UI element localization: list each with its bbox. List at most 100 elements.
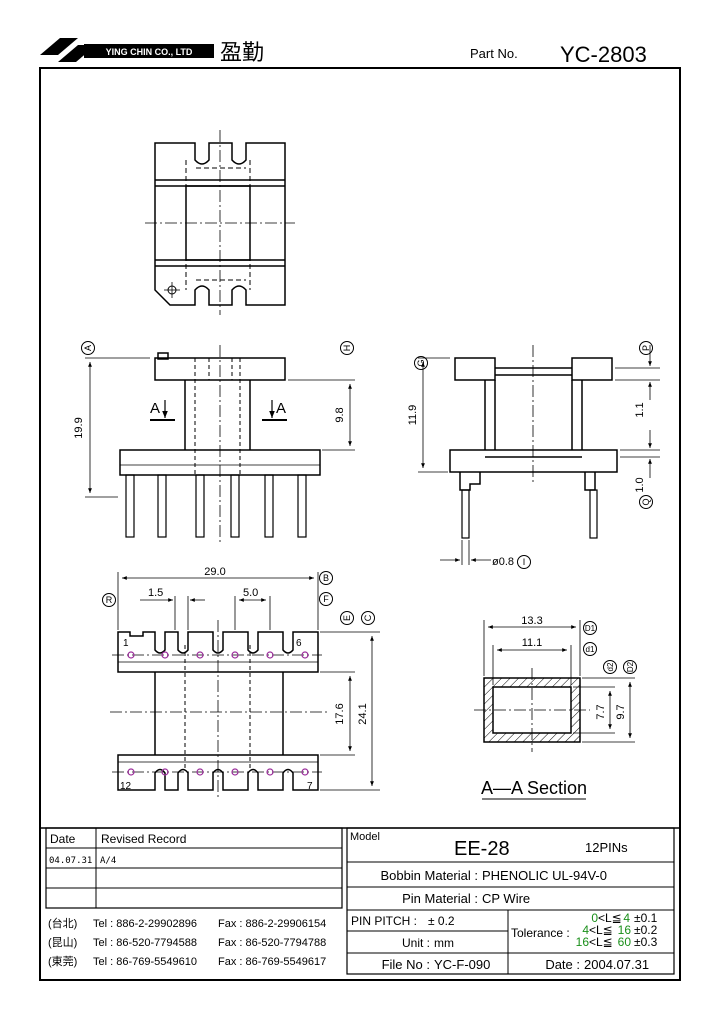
dim-11-9: 11.9 bbox=[407, 405, 419, 426]
side-dimensions bbox=[418, 345, 660, 565]
dim-7-7: 7.7 bbox=[595, 704, 607, 719]
date-label: Date : bbox=[545, 957, 580, 972]
pin-label-7: 7 bbox=[307, 781, 313, 792]
pin-material-label: Pin Material : bbox=[402, 891, 478, 906]
contact-fax: Fax : 886-2-29906154 bbox=[218, 918, 326, 930]
svg-text:D1: D1 bbox=[585, 624, 596, 633]
unit-label: Unit : bbox=[402, 936, 430, 950]
callout-f: F bbox=[319, 592, 333, 606]
dim-1-1: 1.1 bbox=[634, 402, 646, 417]
pin-label-6: 6 bbox=[296, 638, 302, 649]
callout-b: B bbox=[319, 571, 333, 585]
dim-1-5: 1.5 bbox=[148, 587, 163, 599]
svg-text:A: A bbox=[83, 345, 93, 351]
svg-text:16: 16 bbox=[618, 923, 632, 937]
unit-value: mm bbox=[434, 936, 454, 950]
pin-label-12: 12 bbox=[120, 781, 132, 792]
svg-text:<L≦: <L≦ bbox=[589, 935, 613, 949]
callout-D2: D2 bbox=[623, 660, 637, 674]
svg-text:16: 16 bbox=[576, 935, 590, 949]
svg-text:I: I bbox=[523, 557, 526, 567]
section-marker-right: A bbox=[276, 400, 286, 417]
contact-fax: Fax : 86-769-5549617 bbox=[218, 956, 326, 968]
callout-e: E bbox=[340, 611, 354, 625]
rev-col-date: Date bbox=[50, 832, 76, 846]
callout-q: Q bbox=[639, 495, 653, 509]
contact-city: (台北) bbox=[48, 916, 77, 930]
front-dimensions bbox=[85, 357, 355, 498]
pin-count: 12PINs bbox=[585, 840, 628, 855]
part-no-label: Part No. bbox=[470, 46, 518, 61]
callout-r: R bbox=[102, 593, 116, 607]
pin-label-1: 1 bbox=[123, 638, 129, 649]
date-value: 2004.07.31 bbox=[584, 957, 649, 972]
callout-a: A bbox=[81, 341, 95, 355]
dim-29-0: 29.0 bbox=[204, 566, 225, 578]
svg-text:4: 4 bbox=[582, 923, 589, 937]
contacts: (台北) Tel : 886-2-29902896 Fax : 886-2-29… bbox=[48, 916, 326, 968]
svg-text:60: 60 bbox=[618, 935, 632, 949]
dim-24-1: 24.1 bbox=[357, 703, 369, 724]
svg-text:4: 4 bbox=[623, 911, 630, 925]
front-view bbox=[119, 345, 321, 545]
bottom-dimensions bbox=[117, 572, 380, 791]
callout-h: H bbox=[340, 341, 354, 355]
tolerance-table: 0 <L≦ 4 ±0.1 4 <L≦ 16 ±0.2 16 <L≦ 60 ±0.… bbox=[576, 911, 658, 949]
title-block bbox=[40, 827, 680, 975]
bobbin-material-label: Bobbin Material : bbox=[380, 868, 478, 883]
svg-text:±0.2: ±0.2 bbox=[634, 923, 658, 937]
svg-text:±0.3: ±0.3 bbox=[634, 935, 658, 949]
bottom-view bbox=[110, 620, 330, 800]
top-view bbox=[145, 130, 295, 315]
drawing-border bbox=[39, 67, 681, 981]
model-value: EE-28 bbox=[454, 838, 510, 860]
svg-text:D2: D2 bbox=[626, 661, 635, 672]
rev-row-date: 04.07.31 bbox=[49, 856, 92, 866]
pin-markers bbox=[127, 651, 309, 776]
section-view bbox=[474, 620, 635, 752]
svg-text:F: F bbox=[323, 594, 329, 604]
pin-material: CP Wire bbox=[482, 891, 530, 906]
dim-9-7: 9.7 bbox=[615, 704, 627, 719]
svg-text:G: G bbox=[416, 359, 426, 366]
model-label: Model bbox=[350, 831, 380, 843]
svg-text:B: B bbox=[323, 573, 329, 583]
rev-row-record: A/4 bbox=[100, 856, 116, 866]
svg-text:<L≦: <L≦ bbox=[598, 911, 622, 925]
pin-pitch: ± 0.2 bbox=[428, 914, 455, 928]
callout-i: I bbox=[517, 555, 531, 569]
contact-city: (東莞) bbox=[48, 955, 77, 968]
callout-D1: D1 bbox=[583, 621, 597, 635]
company-name-cn: 盈勤 bbox=[220, 41, 264, 66]
svg-text:H: H bbox=[342, 345, 352, 352]
dim-1-0: 1.0 bbox=[634, 477, 646, 492]
pin-pitch-label: PIN PITCH : bbox=[351, 914, 417, 928]
svg-text:d1: d1 bbox=[586, 645, 595, 654]
bobbin-material: PHENOLIC UL-94V-0 bbox=[482, 868, 607, 883]
callouts: A H G P Q I B R F E C D1 d1 d2 D2 bbox=[81, 341, 653, 674]
dim-19-9: 19.9 bbox=[73, 417, 85, 438]
svg-text:R: R bbox=[106, 595, 113, 605]
svg-text:0: 0 bbox=[591, 911, 598, 925]
contact-fax: Fax : 86-520-7794788 bbox=[218, 937, 326, 949]
contact-city: (昆山) bbox=[48, 936, 77, 949]
side-view bbox=[449, 345, 618, 539]
svg-text:<L≦: <L≦ bbox=[589, 923, 613, 937]
part-no: YC-2803 bbox=[560, 42, 647, 67]
file-no-label: File No : bbox=[382, 957, 430, 972]
contact-tel: Tel : 86-520-7794588 bbox=[93, 937, 197, 949]
svg-text:E: E bbox=[342, 615, 352, 621]
company-name: YING CHIN CO., LTD bbox=[106, 47, 193, 57]
rev-col-record: Revised Record bbox=[101, 832, 186, 846]
company-logo: YING CHIN CO., LTD bbox=[40, 38, 214, 62]
callout-p: P bbox=[639, 341, 653, 355]
section-title: A—A Section bbox=[481, 778, 587, 798]
dim-5-0: 5.0 bbox=[243, 587, 258, 599]
svg-text:P: P bbox=[641, 345, 651, 351]
dim-17-6: 17.6 bbox=[334, 703, 346, 724]
dim-13-3: 13.3 bbox=[521, 615, 542, 627]
svg-text:Q: Q bbox=[641, 498, 651, 505]
dim-pin-dia: ø0.8 bbox=[492, 556, 514, 568]
contact-tel: Tel : 86-769-5549610 bbox=[93, 956, 197, 968]
